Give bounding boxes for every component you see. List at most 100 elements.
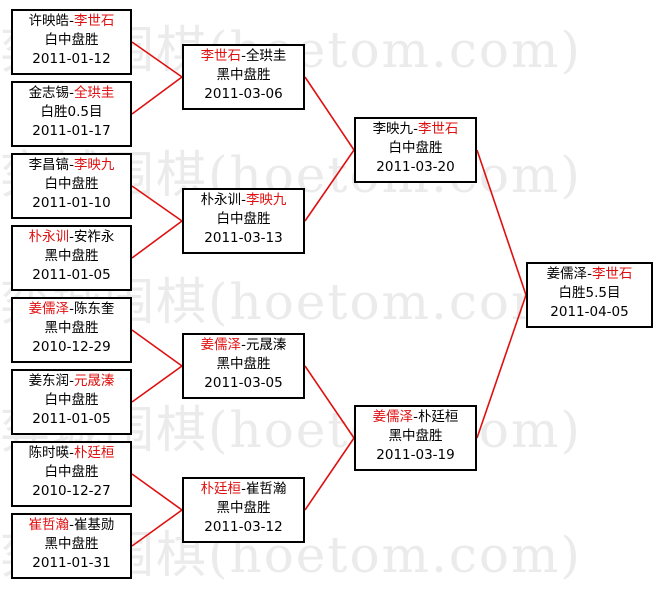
player-2: 元晟溱	[73, 373, 115, 389]
match-box: 李昌镐-李映九 白中盘胜 2011-01-10	[11, 153, 132, 219]
connector-line	[131, 509, 183, 547]
connector-line	[304, 149, 355, 222]
match-players: 李世石-全珙圭	[200, 48, 287, 64]
match-result: 白中盘胜	[44, 392, 99, 408]
connector-line	[131, 365, 183, 403]
match-date: 2011-03-19	[376, 447, 455, 463]
player-1: 李世石	[200, 48, 242, 64]
match-date: 2011-03-12	[204, 519, 283, 535]
match-players: 许映皓-李世石	[28, 13, 115, 29]
match-players: 朴永训-安祚永	[28, 229, 115, 245]
match-result: 黑中盘胜	[44, 248, 99, 264]
match-players: 姜东润-元晟溱	[28, 373, 115, 389]
match-box: 姜儒泽-陈东奎 黑中盘胜 2010-12-29	[11, 297, 132, 363]
match-players: 李映九-李世石	[372, 121, 459, 137]
connector-line	[131, 473, 183, 511]
match-date: 2011-01-05	[32, 267, 111, 283]
match-players: 金志锡-全珙圭	[28, 85, 115, 101]
match-date: 2011-03-06	[204, 86, 283, 102]
match-box: 崔哲瀚-崔基勋 黑中盘胜 2011-01-31	[11, 513, 132, 579]
player-1: 姜儒泽	[546, 266, 588, 282]
match-result: 白中盘胜	[44, 32, 99, 48]
player-2: 全珙圭	[245, 48, 287, 64]
match-box: 姜儒泽-元晟溱 黑中盘胜 2011-03-05	[182, 333, 305, 399]
connector-line	[304, 437, 355, 511]
match-box: 陈时暎-朴廷桓 白中盘胜 2010-12-27	[11, 441, 132, 507]
player-2: 全珙圭	[73, 85, 115, 101]
player-2: 李映九	[245, 192, 287, 208]
connector-line	[476, 294, 527, 439]
player-2: 崔基勋	[73, 517, 115, 533]
match-result: 黑中盘胜	[44, 536, 99, 552]
match-result: 白胜5.5目	[558, 285, 621, 301]
player-1: 朴永训	[200, 192, 242, 208]
match-result: 白中盘胜	[44, 176, 99, 192]
player-2: 朴廷桓	[73, 445, 115, 461]
match-players: 朴廷桓-崔哲瀚	[200, 481, 287, 497]
match-players: 陈时暎-朴廷桓	[28, 445, 115, 461]
match-players: 崔哲瀚-崔基勋	[28, 517, 115, 533]
player-2: 李世石	[591, 266, 633, 282]
player-1: 姜东润	[28, 373, 70, 389]
match-result: 白中盘胜	[216, 211, 271, 227]
match-box: 李世石-全珙圭 黑中盘胜 2011-03-06	[182, 44, 305, 110]
connector-line	[131, 41, 183, 78]
match-box: 朴廷桓-崔哲瀚 黑中盘胜 2011-03-12	[182, 477, 305, 543]
match-players: 李昌镐-李映九	[28, 157, 115, 173]
match-date: 2011-03-13	[204, 230, 283, 246]
final-match-box: 姜儒泽-李世石 白胜5.5目 2011-04-05	[526, 262, 653, 328]
match-result: 黑中盘胜	[216, 356, 271, 372]
connector-line	[131, 185, 183, 222]
player-1: 李映九	[372, 121, 414, 137]
match-date: 2011-03-05	[204, 375, 283, 391]
match-date: 2011-04-05	[550, 304, 629, 320]
connector-line	[304, 76, 355, 151]
player-2: 崔哲瀚	[245, 481, 287, 497]
match-date: 2011-01-10	[32, 195, 111, 211]
match-players: 朴永训-李映九	[200, 192, 287, 208]
match-result: 白胜0.5目	[40, 104, 103, 120]
match-date: 2011-01-17	[32, 123, 111, 139]
player-1: 姜儒泽	[28, 301, 70, 317]
connector-line	[131, 220, 183, 259]
match-date: 2011-01-31	[32, 555, 111, 571]
player-1: 陈时暎	[28, 445, 70, 461]
player-2: 朴廷桓	[417, 409, 459, 425]
match-box: 姜儒泽-朴廷桓 黑中盘胜 2011-03-19	[354, 405, 477, 471]
match-date: 2010-12-27	[32, 483, 111, 499]
player-1: 崔哲瀚	[28, 517, 70, 533]
player-2: 陈东奎	[73, 301, 115, 317]
match-result: 黑中盘胜	[388, 428, 443, 444]
match-result: 白中盘胜	[44, 464, 99, 480]
player-1: 李昌镐	[28, 157, 70, 173]
player-1: 朴永训	[28, 229, 70, 245]
match-box: 金志锡-全珙圭 白胜0.5目 2011-01-17	[11, 81, 132, 147]
player-2: 李映九	[73, 157, 115, 173]
player-1: 朴廷桓	[200, 481, 242, 497]
player-2: 元晟溱	[245, 337, 287, 353]
match-result: 黑中盘胜	[216, 500, 271, 516]
match-players: 姜儒泽-元晟溱	[200, 337, 287, 353]
match-box: 朴永训-李映九 白中盘胜 2011-03-13	[182, 188, 305, 254]
connector-line	[476, 149, 527, 296]
match-result: 黑中盘胜	[216, 67, 271, 83]
connector-line	[304, 365, 355, 439]
player-1: 姜儒泽	[372, 409, 414, 425]
match-date: 2010-12-29	[32, 339, 111, 355]
match-box: 李映九-李世石 白中盘胜 2011-03-20	[354, 117, 477, 183]
player-2: 安祚永	[73, 229, 115, 245]
player-2: 李世石	[417, 121, 459, 137]
connector-line	[131, 329, 183, 367]
match-players: 姜儒泽-陈东奎	[28, 301, 115, 317]
match-date: 2011-01-12	[32, 51, 111, 67]
match-box: 朴永训-安祚永 黑中盘胜 2011-01-05	[11, 225, 132, 291]
player-1: 姜儒泽	[200, 337, 242, 353]
player-2: 李世石	[73, 13, 115, 29]
player-1: 金志锡	[28, 85, 70, 101]
match-box: 姜东润-元晟溱 白中盘胜 2011-01-05	[11, 369, 132, 435]
player-1: 许映皓	[28, 13, 70, 29]
match-date: 2011-03-20	[376, 159, 455, 175]
match-result: 白中盘胜	[388, 140, 443, 156]
match-box: 许映皓-李世石 白中盘胜 2011-01-12	[11, 9, 132, 75]
